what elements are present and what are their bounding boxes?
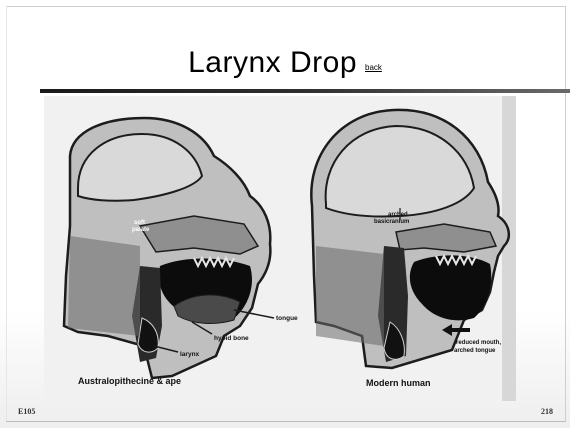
label-larynx: larynx <box>180 351 200 358</box>
label-reduced-mouth-line1: reduced mouth, <box>456 340 501 346</box>
title-row: Larynx Drop back <box>0 46 570 80</box>
label-arched-basicranium-line2: basicranium <box>374 219 409 225</box>
slide-title: Larynx Drop <box>188 46 357 79</box>
human-neck-tissue <box>316 246 384 346</box>
figure-right-shadow <box>502 96 516 401</box>
back-link[interactable]: back <box>365 63 382 72</box>
footer-page-number: 218 <box>541 407 553 416</box>
label-soft-palate-line2: palate <box>132 227 150 233</box>
slide-border-bottom <box>6 421 566 422</box>
label-tongue: tongue <box>276 315 298 322</box>
caption-ape: Australopithecine & ape <box>78 376 181 386</box>
footer-course-code: E105 <box>18 407 35 416</box>
label-arched-basicranium-line1: arched <box>388 212 408 218</box>
label-hyoid-bone: hyoid bone <box>214 335 249 342</box>
caption-human: Modern human <box>366 378 431 388</box>
label-reduced-mouth-line2: arched tongue <box>454 348 496 354</box>
label-soft-palate-line1: soft <box>134 220 145 226</box>
larynx-diagram: soft palate tongue hyoid bone larynx Aus… <box>44 96 516 401</box>
slide-border-top <box>6 6 566 7</box>
larynx-figure: soft palate tongue hyoid bone larynx Aus… <box>44 96 516 401</box>
ape-neck-tissue <box>68 236 140 336</box>
title-underline <box>40 89 570 93</box>
